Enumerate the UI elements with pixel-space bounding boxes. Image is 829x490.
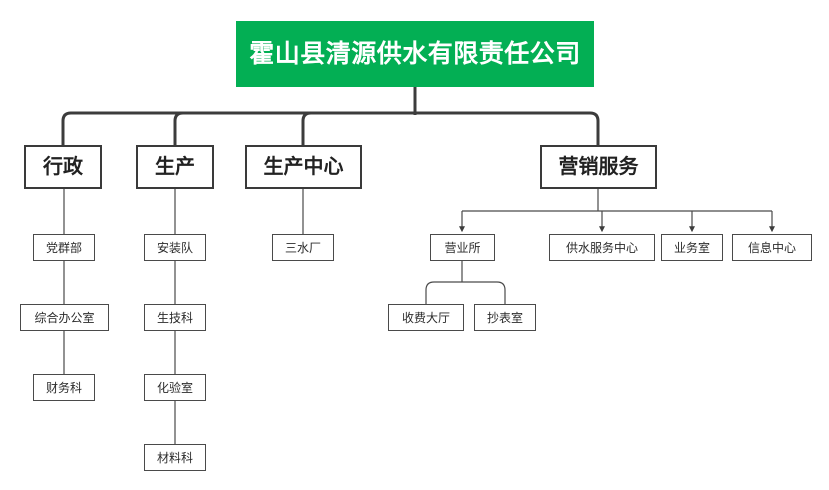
node-information-center[interactable]: 信息中心: [732, 234, 812, 261]
node-division-production-center-label: 生产中心: [263, 156, 344, 178]
node-business-branch-label: 营业所: [444, 240, 481, 255]
node-division-administration-label: 行政: [43, 156, 83, 178]
node-finance-section-label: 财务科: [45, 380, 82, 395]
wire-yeyesuo-bus: [425, 281, 506, 304]
node-installation-team[interactable]: 安装队: [144, 234, 206, 261]
node-division-administration[interactable]: 行政: [24, 145, 102, 189]
node-charging-hall[interactable]: 收费大厅: [388, 304, 464, 331]
node-general-office-label: 综合办公室: [34, 310, 95, 325]
node-materials-section[interactable]: 材料科: [144, 444, 206, 471]
node-meter-reading-room[interactable]: 抄表室: [474, 304, 536, 331]
node-meter-reading-room-label: 抄表室: [486, 310, 523, 325]
node-root[interactable]: 霍山县清源供水有限责任公司: [236, 21, 594, 87]
node-third-water-plant[interactable]: 三水厂: [272, 234, 334, 261]
node-business-office-label: 业务室: [673, 240, 710, 255]
node-party-mass-department-label: 党群部: [45, 240, 82, 255]
node-installation-team-label: 安装队: [156, 240, 193, 255]
node-business-branch[interactable]: 营业所: [430, 234, 495, 261]
node-finance-section[interactable]: 财务科: [33, 374, 95, 401]
node-production-technology-section[interactable]: 生技科: [144, 304, 206, 331]
wire-bus-production-center: [301, 111, 420, 145]
node-division-marketing-service[interactable]: 营销服务: [540, 145, 657, 189]
node-water-supply-service-center[interactable]: 供水服务中心: [549, 234, 655, 261]
wire-bus-production: [173, 111, 300, 145]
node-charging-hall-label: 收费大厅: [401, 310, 450, 325]
node-information-center-label: 信息中心: [747, 240, 796, 255]
node-root-label: 霍山县清源供水有限责任公司: [249, 39, 581, 68]
node-laboratory-label: 化验室: [156, 380, 193, 395]
node-division-production-label: 生产: [155, 156, 195, 178]
node-water-supply-service-center-label: 供水服务中心: [565, 240, 638, 255]
node-general-office[interactable]: 综合办公室: [20, 304, 109, 331]
node-materials-section-label: 材料科: [156, 450, 193, 465]
node-third-water-plant-label: 三水厂: [284, 240, 321, 255]
node-production-technology-section-label: 生技科: [156, 310, 193, 325]
wire-bus-admin-marketing: [61, 111, 600, 145]
node-business-office[interactable]: 业务室: [661, 234, 723, 261]
node-division-production-center[interactable]: 生产中心: [245, 145, 362, 189]
node-division-marketing-service-label: 营销服务: [558, 156, 639, 178]
node-party-mass-department[interactable]: 党群部: [33, 234, 95, 261]
node-laboratory[interactable]: 化验室: [144, 374, 206, 401]
node-division-production[interactable]: 生产: [136, 145, 214, 189]
